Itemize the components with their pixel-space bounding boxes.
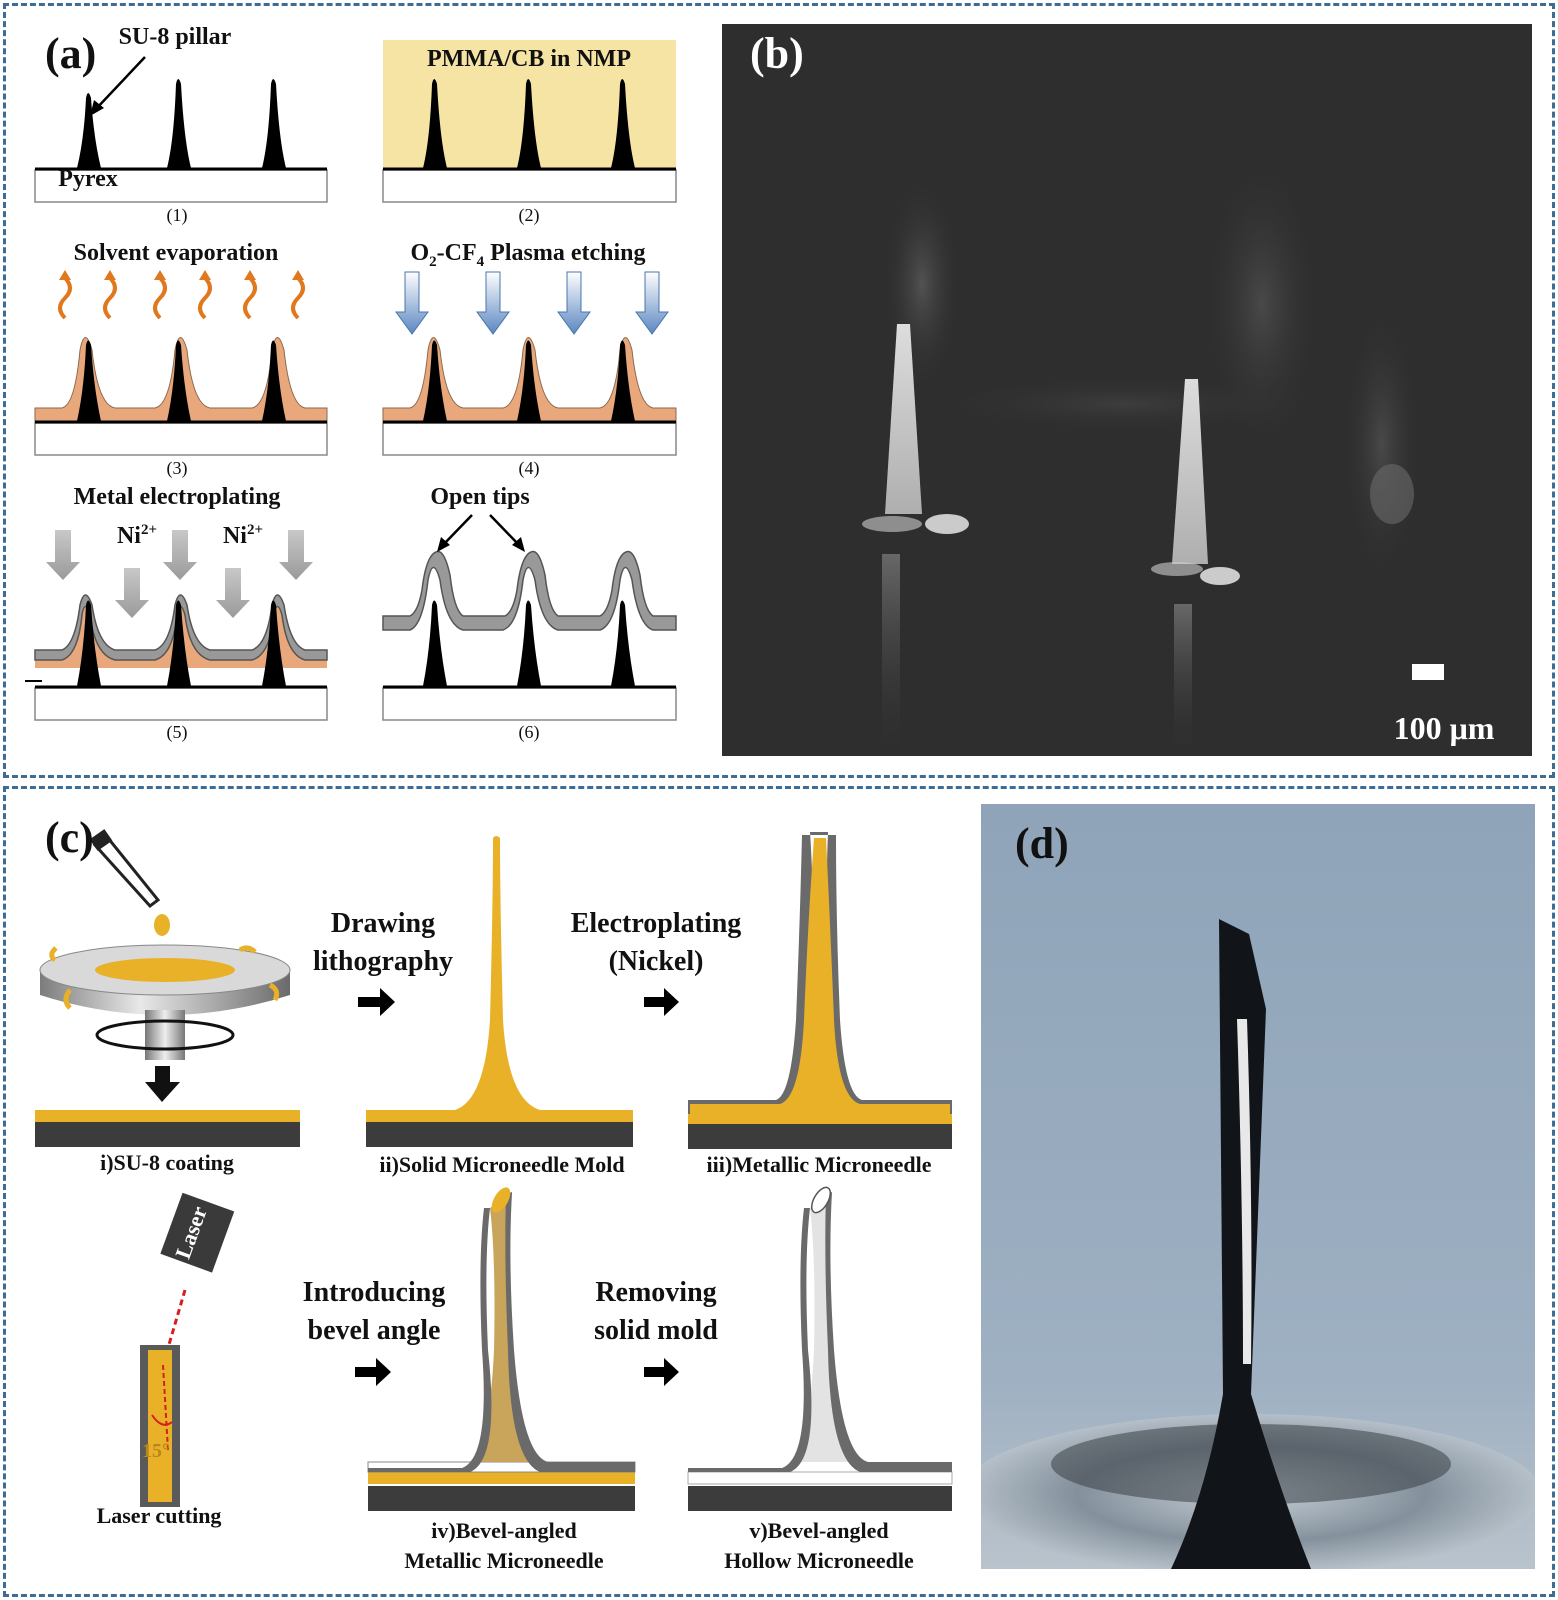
step-2-number: (2) [518, 205, 540, 225]
open-tips-label: Open tips [430, 484, 530, 510]
panel-frame-top [3, 3, 1555, 778]
panel-b-micrograph [722, 24, 1532, 756]
electroplating-arrow [644, 988, 679, 1016]
removing-arrow [644, 1358, 679, 1386]
drawing-lithography-label: Drawing lithography [312, 908, 454, 977]
pyrex-label: Pyrex [58, 166, 118, 192]
step-6-number: (6) [518, 722, 540, 742]
panel-a-label: (a) [45, 29, 97, 78]
solid-mold-illustration [366, 836, 633, 1147]
angle-label: 15° [142, 1440, 170, 1462]
plasma-etching-label: O2-CF4 Plasma etching [410, 240, 646, 270]
step-5-diagram [25, 530, 328, 721]
caption-bevel-metallic: iv)Bevel-angled Metallic Microneedle [404, 1518, 604, 1573]
scale-bar [1412, 664, 1444, 680]
panel-d-photograph [981, 804, 1535, 1569]
electroplating-nickel-label: Electroplating (Nickel) [570, 908, 742, 977]
bevel-metallic-illustration [367, 1187, 636, 1511]
step-5-number: (5) [166, 722, 188, 742]
panel-frame-bottom [3, 786, 1555, 1597]
step-6-diagram [382, 514, 677, 721]
caption-laser-cutting: Laser cutting [96, 1503, 222, 1528]
ni-ion-label-1: Ni2+ [116, 522, 158, 549]
step-3-diagram [34, 270, 328, 456]
step-2-diagram [382, 40, 677, 203]
removing-mold-label: Removing solid mold [594, 1277, 718, 1346]
caption-bevel-hollow: v)Bevel-angled Hollow Microneedle [724, 1518, 914, 1573]
bevel-hollow-illustration [687, 1186, 953, 1511]
introducing-bevel-label: Introducing bevel angle [302, 1277, 446, 1346]
step-1-diagram [34, 56, 328, 203]
su8-pillar-label: SU-8 pillar [118, 24, 232, 50]
step-4-number: (4) [518, 458, 540, 478]
scale-bar-label: 100 μm [1393, 710, 1495, 746]
pmma-label: PMMA/CB in NMP [427, 46, 631, 72]
panel-b-label: (b) [750, 29, 804, 78]
introducing-arrow [355, 1358, 391, 1386]
spin-coater-illustration [35, 829, 300, 1147]
step-4-diagram [382, 271, 677, 456]
metal-electroplating-label: Metal electroplating [73, 484, 281, 510]
solvent-evaporation-label: Solvent evaporation [73, 240, 279, 266]
caption-su8-coating: i)SU-8 coating [100, 1150, 234, 1175]
step-3-number: (3) [166, 458, 188, 478]
step-1-number: (1) [166, 205, 188, 225]
laser-cutting-illustration: Laser [140, 1192, 235, 1507]
caption-metallic-microneedle: iii)Metallic Microneedle [706, 1152, 932, 1177]
panel-d-label: (d) [1015, 819, 1069, 868]
caption-solid-mold: ii)Solid Microneedle Mold [379, 1152, 625, 1177]
drawing-arrow [358, 988, 395, 1016]
ni-ion-label-2: Ni2+ [222, 522, 264, 549]
panel-c-label: (c) [45, 813, 94, 862]
metallic-microneedle-illustration [688, 832, 952, 1149]
